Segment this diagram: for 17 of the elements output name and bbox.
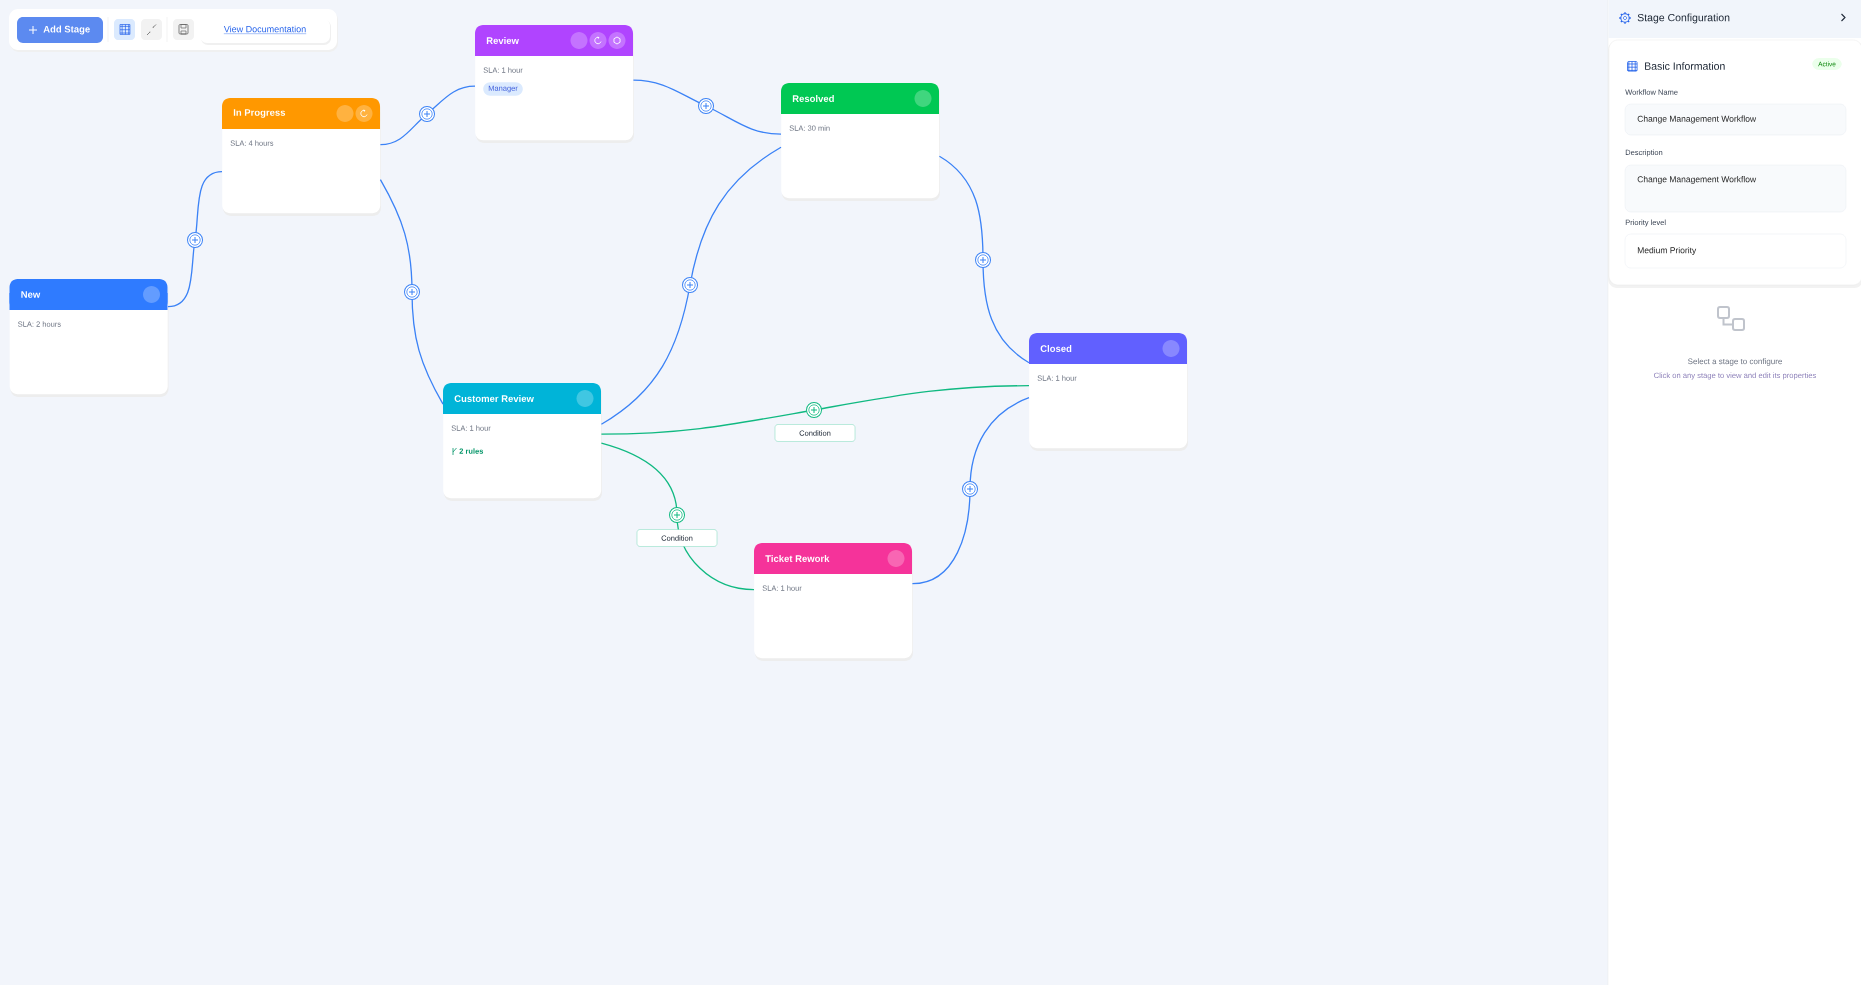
connector [632,79,782,135]
add-stage-button: Add Stage [17,17,103,43]
hint-text: Select a stage to configure [1688,358,1782,366]
documentation-link: View Documentation [200,19,331,45]
connector [600,385,1030,435]
connector [911,397,1030,585]
section-title: Basic Information [1645,62,1725,70]
text-area: Change Management Workflow [1624,164,1847,213]
connector [167,171,223,308]
connector [938,155,1030,364]
select-field: Medium Priority [1624,233,1847,269]
input-field: Change Management Workflow [1624,103,1847,136]
connector [600,442,755,591]
connector [379,85,476,146]
connector [379,179,444,405]
panel-title: Stage Configuration [1637,13,1730,24]
connector [600,146,782,425]
